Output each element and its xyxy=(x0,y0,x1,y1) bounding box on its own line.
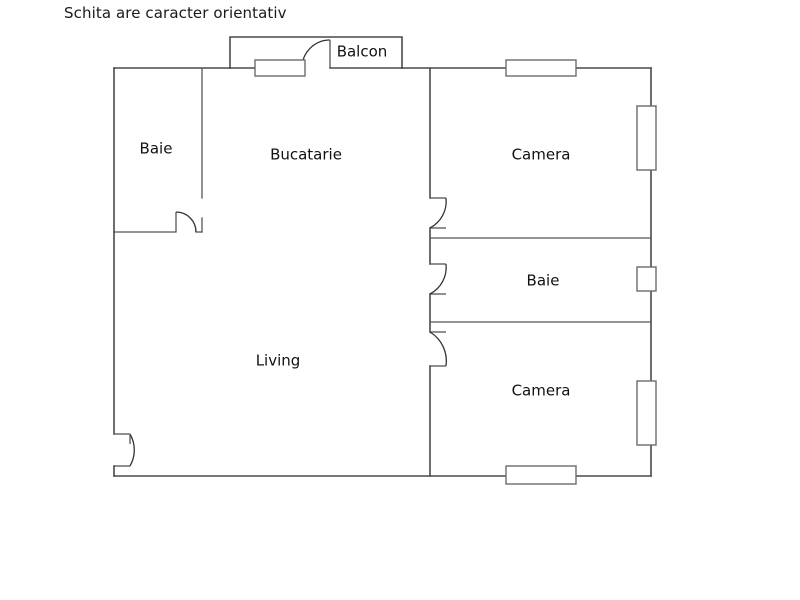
room-label-camera-bottom: Camera xyxy=(512,382,571,400)
room-label-living: Living xyxy=(256,352,301,370)
door-baie-left-arc xyxy=(175,211,197,233)
window-balcon xyxy=(254,59,306,77)
door-camera-bottom-arc xyxy=(429,331,448,367)
window-camera-top-east xyxy=(636,105,657,171)
page-title: Schita are caracter orientativ xyxy=(64,4,287,22)
room-label-balcon: Balcon xyxy=(337,43,388,61)
window-camera-bottom-south xyxy=(505,465,577,485)
window-baie-right-east xyxy=(636,266,657,292)
room-label-bucatarie: Bucatarie xyxy=(270,146,342,164)
door-entrance-arc xyxy=(129,433,135,467)
window-camera-bottom-east xyxy=(636,380,657,446)
door-swings xyxy=(129,39,448,467)
building-outline xyxy=(113,67,652,477)
door-balcon-arc xyxy=(301,39,331,69)
room-label-baie-left: Baie xyxy=(140,140,173,158)
door-camera-top-arc xyxy=(429,197,447,229)
room-label-baie-right: Baie xyxy=(527,272,560,290)
balcony-outer-wall xyxy=(229,36,403,69)
door-baie-right-arc xyxy=(429,263,447,295)
interior-walls xyxy=(113,67,652,477)
balcony-structure xyxy=(229,36,403,69)
room-label-camera-top: Camera xyxy=(512,146,571,164)
windows xyxy=(254,59,657,485)
window-camera-top-north xyxy=(505,59,577,77)
room-labels: Baie Bucatarie Balcon Camera Baie Living… xyxy=(140,43,571,400)
